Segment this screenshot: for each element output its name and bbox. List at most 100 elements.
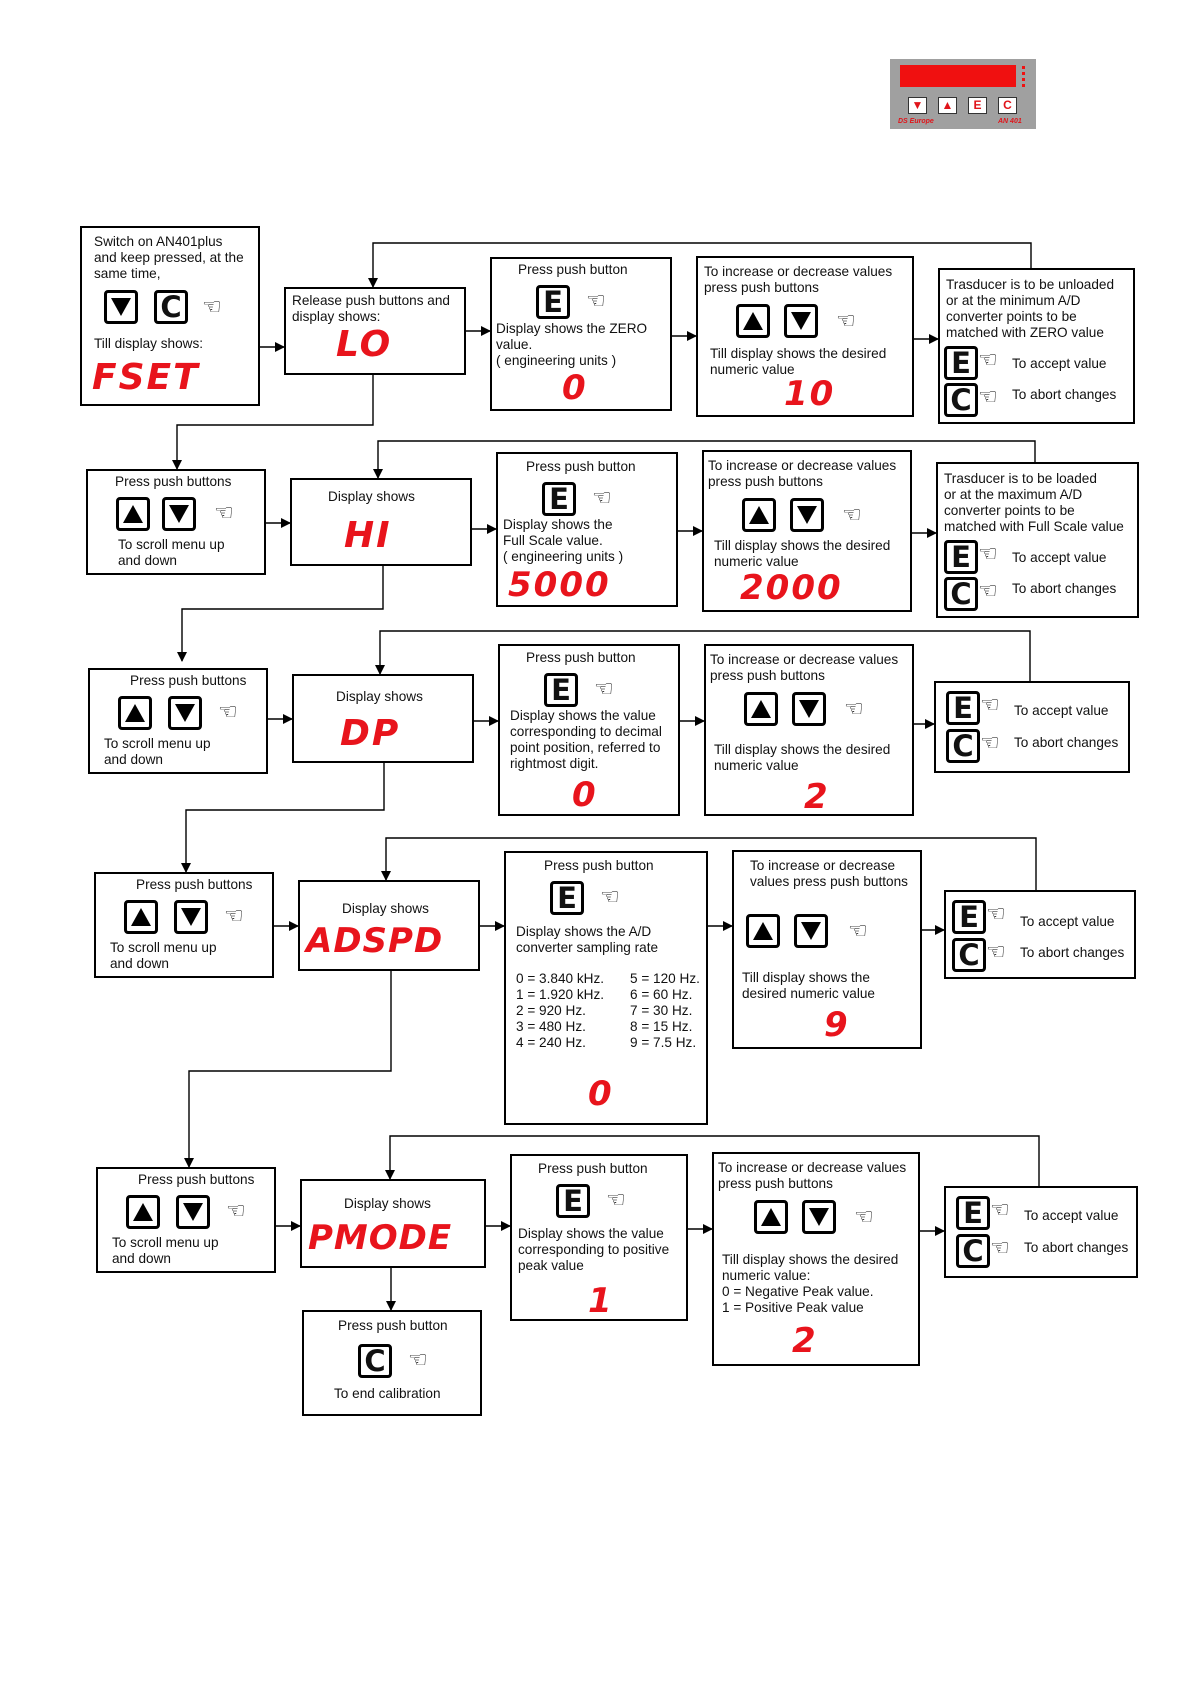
step-scroll-adspd: Press push buttons ☜ To scroll menu up a…	[94, 872, 274, 978]
up-key	[754, 1200, 788, 1234]
step-full-scale: Press push button E ☜ Display shows the …	[496, 452, 678, 607]
e-key: E	[556, 1184, 590, 1218]
hand-pointer-icon: ☜	[606, 1188, 626, 1213]
c-key: C	[952, 938, 986, 972]
step-zero-value: Press push button E ☜ Display shows the …	[490, 257, 672, 411]
press-text: Press push button	[538, 1161, 648, 1176]
dp-display: DP	[340, 713, 401, 754]
description-text: Display shows the value corresponding to…	[518, 1226, 670, 1273]
hand-pointer-icon: ☜	[844, 697, 864, 722]
down-key	[792, 692, 826, 726]
logo-led	[1022, 66, 1025, 69]
hand-pointer-icon: ☜	[978, 579, 998, 604]
up-key	[126, 1195, 160, 1229]
accept-text: To accept value	[1012, 356, 1107, 371]
description-text: Display shows the A/D converter sampling…	[516, 924, 659, 955]
hand-pointer-icon: ☜	[224, 904, 244, 929]
key-letter: E	[963, 1196, 983, 1230]
c-key: C	[944, 383, 978, 417]
step-accept-peak: E ☜ To accept value C ☜ To abort changes	[944, 1186, 1138, 1278]
e-key: E	[536, 285, 570, 319]
accept-text: To accept value	[1024, 1208, 1119, 1223]
menu-pmode: Display shows PMODE	[300, 1179, 486, 1268]
e-key: E	[946, 691, 980, 725]
loop-r2	[375, 630, 1031, 681]
scroll-text: To scroll menu up and down	[110, 940, 217, 971]
hand-pointer-icon: ☜	[978, 348, 998, 373]
description-text: Display shows the Full Scale value. ( en…	[503, 517, 624, 564]
down-key	[104, 290, 138, 324]
up-key	[118, 696, 152, 730]
an401-logo: ▼ ▲ E C DS Europe AN 401	[890, 59, 1036, 129]
hand-pointer-icon: ☜	[986, 940, 1006, 965]
hand-pointer-icon: ☜	[218, 700, 238, 725]
step-accept-rate: E ☜ To accept value C ☜ To abort changes	[944, 890, 1136, 979]
step-decimal-point: Press push button E ☜ Display shows the …	[498, 644, 680, 816]
value-display: 2	[792, 1321, 818, 1361]
up-key	[744, 692, 778, 726]
description-text: Display shows the value corresponding to…	[510, 708, 662, 771]
hand-pointer-icon: ☜	[854, 1205, 874, 1230]
adspd-display: ADSPD	[306, 921, 444, 961]
hand-pointer-icon: ☜	[226, 1199, 246, 1224]
e-key: E	[944, 346, 978, 380]
transducer-text: Trasducer is to be loaded or at the maxi…	[944, 471, 1124, 534]
hand-pointer-icon: ☜	[592, 486, 612, 511]
till-text: Till display shows the desired numeric v…	[714, 742, 891, 773]
press-text: Press push button	[338, 1318, 448, 1333]
hand-pointer-icon: ☜	[594, 677, 614, 702]
step-set-zero: To increase or decrease values press pus…	[696, 256, 914, 417]
hand-pointer-icon: ☜	[978, 542, 998, 567]
hand-pointer-icon: ☜	[202, 295, 222, 320]
link-r1-r2	[177, 566, 384, 662]
step-set-dp: To increase or decrease values press pus…	[704, 644, 914, 816]
c-key: C	[154, 290, 188, 324]
end-text: To end calibration	[334, 1386, 441, 1401]
press-text: Press push button	[518, 262, 628, 277]
down-key	[168, 696, 202, 730]
step-release: Release push buttons and display shows: …	[284, 287, 466, 375]
link-r2-r3	[181, 763, 385, 873]
key-letter: E	[549, 482, 569, 516]
display-shows-text: Display shows	[342, 901, 429, 916]
rate-display: 0	[588, 1074, 614, 1114]
e-key: E	[956, 1196, 990, 1230]
instruction-text: To increase or decrease values press pus…	[704, 264, 893, 295]
display-shows-text: Display shows	[336, 689, 423, 704]
key-letter: E	[557, 881, 577, 915]
press-text: Press push buttons	[138, 1172, 255, 1187]
up-key	[736, 304, 770, 338]
menu-dp: Display shows DP	[292, 674, 474, 763]
up-key	[742, 498, 776, 532]
hand-pointer-icon: ☜	[600, 885, 620, 910]
key-letter: E	[951, 540, 971, 574]
hand-pointer-icon: ☜	[586, 289, 606, 314]
e-key: E	[544, 673, 578, 707]
menu-adspd: Display shows ADSPD	[298, 880, 480, 971]
hand-pointer-icon: ☜	[848, 919, 868, 944]
display-shows-text: Display shows	[344, 1196, 431, 1211]
value-display: 10	[784, 374, 836, 414]
down-key	[794, 914, 828, 948]
hand-pointer-icon: ☜	[836, 309, 856, 334]
logo-key-up: ▲	[938, 97, 957, 114]
zero-display: 0	[562, 368, 588, 408]
key-letter: C	[952, 729, 974, 763]
rates-list-right: 5 = 120 Hz. 6 = 60 Hz. 7 = 30 Hz. 8 = 15…	[630, 971, 700, 1050]
hand-pointer-icon: ☜	[978, 385, 998, 410]
key-letter: C	[160, 290, 182, 324]
display-shows-text: Display shows	[328, 489, 415, 504]
till-text: Till display shows the desired numeric v…	[742, 970, 875, 1001]
e-key: E	[952, 900, 986, 934]
e-key: E	[550, 881, 584, 915]
up-key	[746, 914, 780, 948]
peak-display: 1	[588, 1281, 614, 1321]
down-key	[176, 1195, 210, 1229]
up-key	[124, 900, 158, 934]
step-sampling-rate: Press push button E ☜ Display shows the …	[504, 851, 708, 1125]
accept-text: To accept value	[1014, 703, 1109, 718]
step-accept-zero: Trasducer is to be unloaded or at the mi…	[938, 268, 1135, 424]
till-text: Till display shows:	[94, 336, 204, 351]
till-text: Till display shows the desired numeric v…	[710, 346, 887, 377]
